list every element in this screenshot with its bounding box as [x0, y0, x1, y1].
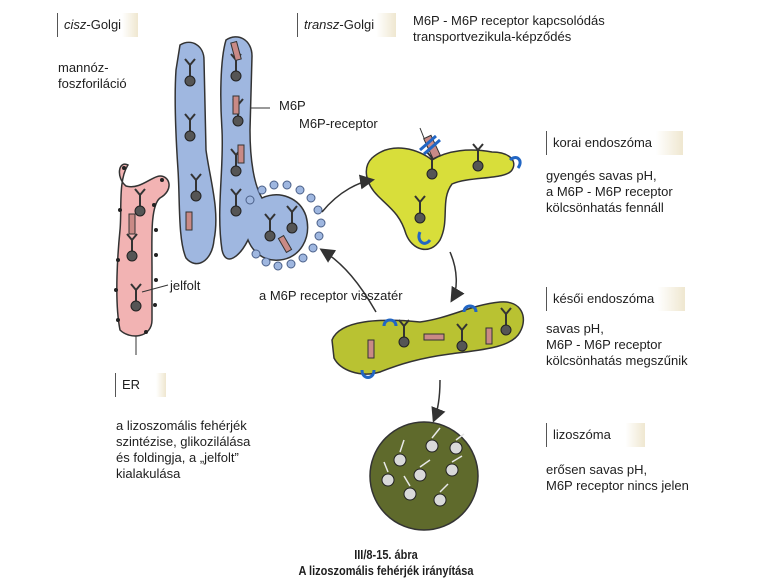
cis-golgi-membrane: [174, 41, 217, 265]
early-endosome-membrane: [365, 147, 515, 251]
m6p-binding-text: M6P - M6P receptor kapcsolódás transport…: [413, 13, 605, 44]
arrow-return-to-golgi: [319, 248, 377, 313]
early-endosome-description: gyengés savas pH, a M6P - M6P receptor k…: [546, 168, 673, 215]
cis-golgi-label: cisz-Golgi: [57, 13, 138, 37]
arrow-early-to-late: [449, 251, 465, 303]
trans-golgi-membrane: [219, 36, 309, 261]
early-endosome-label: korai endoszóma: [546, 131, 683, 155]
m6p-text: M6P: [279, 98, 306, 113]
er-label: ER: [115, 373, 166, 397]
trans-golgi-label: transz-Golgi: [297, 13, 396, 37]
figure-title: A lizoszomális fehérjék irányítása: [298, 564, 474, 578]
receptor-return-text: a M6P receptor visszatér: [259, 288, 403, 303]
er-description: a lizoszomális fehérjék szintézise, glik…: [116, 418, 251, 481]
late-endosome-description: savas pH, M6P - M6P receptor kölcsönhatá…: [546, 321, 688, 368]
lysosome-description: erősen savas pH, M6P receptor nincs jele…: [546, 462, 689, 493]
cis-golgi-prefix: cisz: [64, 17, 87, 32]
cis-golgi-suffix: -Golgi: [86, 17, 122, 32]
jelfolt-text: jelfolt: [170, 278, 201, 293]
er-title: ER: [122, 377, 141, 392]
late-endosome-label: késői endoszóma: [546, 287, 685, 311]
lysosome-label: lizoszóma: [546, 423, 645, 447]
arrow-golgi-to-early: [321, 174, 375, 213]
arrow-late-to-lysosome: [431, 379, 446, 423]
early-endosome-title: korai endoszóma: [553, 135, 652, 150]
trans-golgi-suffix: -Golgi: [339, 17, 375, 32]
figure-number: III/8-15. ábra: [354, 548, 418, 562]
m6p-receptor-text: M6P-receptor: [299, 116, 378, 131]
late-endosome-title: késői endoszóma: [553, 291, 655, 306]
lysosome-title: lizoszóma: [553, 427, 611, 442]
er-membrane: [116, 163, 170, 337]
mannose-phosphorylation-text: mannóz- foszforiláció: [58, 60, 127, 91]
trans-golgi-prefix: transz: [304, 17, 340, 32]
